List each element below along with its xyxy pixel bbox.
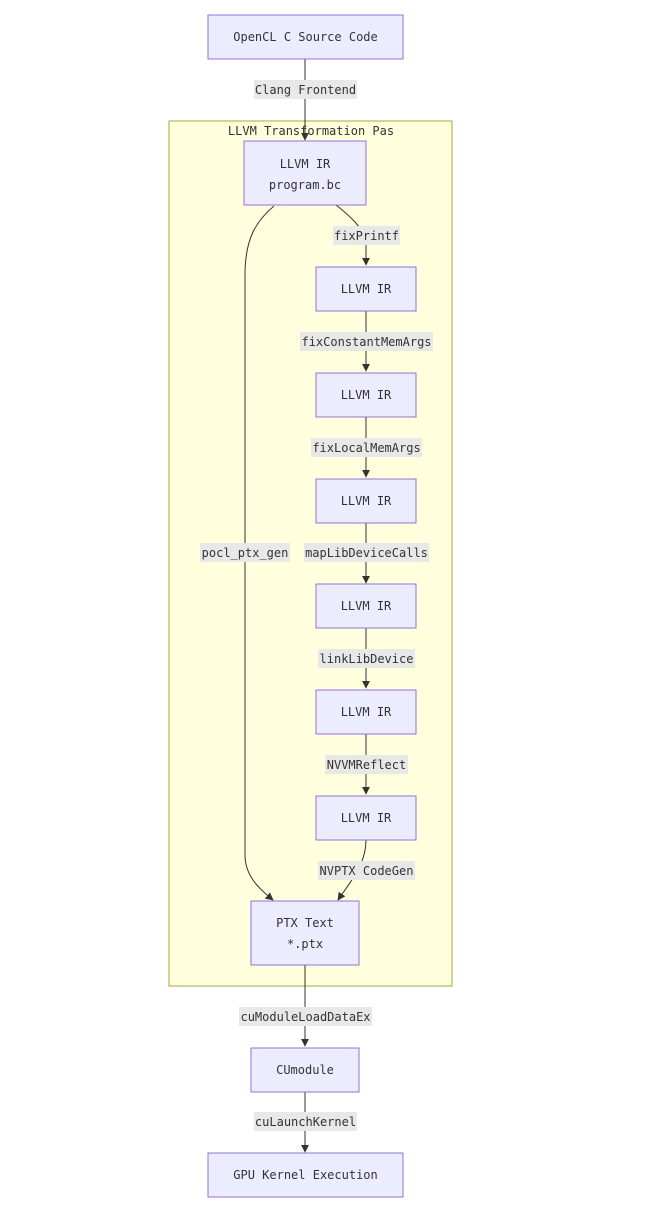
svg-text:pocl_ptx_gen: pocl_ptx_gen [202, 546, 289, 560]
edge-labels: Clang Frontend fixPrintf fixConstantMemA… [200, 80, 433, 1131]
svg-text:LLVM IR: LLVM IR [341, 282, 392, 296]
cluster-title: LLVM Transformation Pas [228, 124, 394, 138]
edge-label-fixlocalmemargs: fixLocalMemArgs [311, 438, 422, 457]
node-llvm-ir-3: LLVM IR [315, 478, 417, 524]
edge-label-linklibdevice: linkLibDevice [318, 649, 415, 668]
svg-text:PTX Text: PTX Text [276, 916, 334, 930]
svg-text:fixLocalMemArgs: fixLocalMemArgs [312, 441, 420, 455]
node-llvm-ir-5: LLVM IR [315, 689, 417, 735]
svg-text:LLVM IR: LLVM IR [280, 157, 331, 171]
node-opencl-source: OpenCL C Source Code [207, 14, 404, 60]
edge-label-nvvmreflect: NVVMReflect [325, 755, 408, 774]
svg-text:program.bc: program.bc [269, 178, 341, 192]
svg-text:fixConstantMemArgs: fixConstantMemArgs [301, 335, 431, 349]
edge-label-pocl-ptx-gen: pocl_ptx_gen [200, 543, 290, 562]
svg-text:OpenCL C Source Code: OpenCL C Source Code [233, 30, 378, 44]
svg-text:linkLibDevice: linkLibDevice [320, 652, 414, 666]
svg-text:*.ptx: *.ptx [287, 937, 323, 951]
svg-text:mapLibDeviceCalls: mapLibDeviceCalls [305, 546, 428, 560]
edge-pocl-ptx-gen [244, 205, 275, 901]
nodes: OpenCL C Source Code LLVM IR program.bc … [207, 14, 417, 1198]
svg-text:LLVM IR: LLVM IR [341, 599, 392, 613]
node-cumodule: CUmodule [250, 1047, 360, 1093]
node-llvm-ir-program-bc: LLVM IR program.bc [243, 140, 367, 206]
node-llvm-ir-4: LLVM IR [315, 583, 417, 629]
svg-text:GPU Kernel Execution: GPU Kernel Execution [233, 1168, 378, 1182]
svg-text:cuModuleLoadDataEx: cuModuleLoadDataEx [240, 1010, 370, 1024]
edge-label-fixconstantmemargs: fixConstantMemArgs [300, 332, 433, 351]
node-llvm-ir-1: LLVM IR [315, 266, 417, 312]
svg-text:fixPrintf: fixPrintf [334, 229, 399, 243]
node-gpu-kernel-execution: GPU Kernel Execution [207, 1152, 404, 1198]
node-llvm-ir-2: LLVM IR [315, 372, 417, 418]
svg-text:LLVM IR: LLVM IR [341, 494, 392, 508]
svg-text:NVPTX CodeGen: NVPTX CodeGen [320, 864, 414, 878]
node-llvm-ir-6: LLVM IR [315, 795, 417, 841]
svg-text:LLVM IR: LLVM IR [341, 705, 392, 719]
edge-label-cumoduleloaddataex: cuModuleLoadDataEx [239, 1007, 372, 1026]
svg-text:cuLaunchKernel: cuLaunchKernel [255, 1115, 356, 1129]
edge-label-fixprintf: fixPrintf [333, 226, 400, 245]
svg-text:NVVMReflect: NVVMReflect [327, 758, 406, 772]
svg-text:Clang Frontend: Clang Frontend [255, 83, 356, 97]
svg-text:LLVM IR: LLVM IR [341, 811, 392, 825]
edge-label-clang-frontend: Clang Frontend [254, 80, 357, 99]
edge-label-nvptx-codegen: NVPTX CodeGen [318, 861, 415, 880]
svg-text:LLVM IR: LLVM IR [341, 388, 392, 402]
edge-label-culaunchkernel: cuLaunchKernel [254, 1112, 357, 1131]
edge-label-maplibdevicecalls: mapLibDeviceCalls [304, 543, 429, 562]
svg-text:CUmodule: CUmodule [276, 1063, 334, 1077]
node-ptx-text: PTX Text *.ptx [250, 900, 360, 966]
